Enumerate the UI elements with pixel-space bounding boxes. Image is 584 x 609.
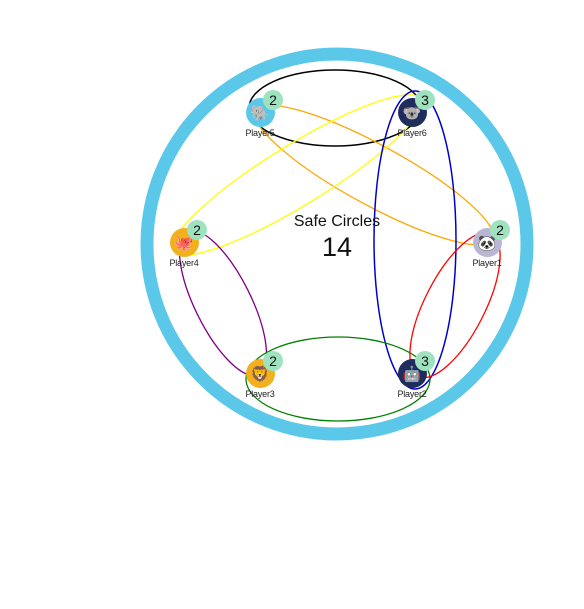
- player-name: Player6: [397, 128, 427, 138]
- board-title: Safe Circles: [293, 213, 381, 230]
- player-token-player5[interactable]: 🐘 Player5 2: [220, 90, 300, 138]
- player-name: Player4: [169, 258, 199, 268]
- player-count-badge: 2: [187, 220, 207, 240]
- player-token-player6[interactable]: 🐨 Player6 3: [372, 90, 452, 138]
- link-player6-player2: [373, 90, 457, 390]
- player-count-badge: 2: [490, 220, 510, 240]
- lion-icon: 🦁: [245, 359, 275, 388]
- player-count-badge: 2: [263, 90, 283, 110]
- player-count-badge: 2: [263, 351, 283, 371]
- octopus-icon: 🐙: [169, 228, 199, 257]
- player-token-player2[interactable]: 🤖 Player2 3: [372, 351, 452, 399]
- player-count-badge: 3: [415, 90, 435, 110]
- board-ring: [140, 47, 534, 441]
- safe-circles-count: 14: [321, 232, 353, 262]
- player-name: Player2: [397, 389, 427, 399]
- player-name: Player5: [245, 128, 275, 138]
- player-token-player3[interactable]: 🦁 Player3 2: [220, 351, 300, 399]
- player-token-player1[interactable]: 🐼 Player1 2: [447, 220, 527, 268]
- player-name: Player3: [245, 389, 275, 399]
- robot-icon: 🤖: [397, 359, 427, 388]
- player-count-badge: 3: [415, 351, 435, 371]
- player-name: Player1: [472, 258, 502, 268]
- player-token-player4[interactable]: 🐙 Player4 2: [144, 220, 224, 268]
- link-player3-player2: [245, 336, 431, 422]
